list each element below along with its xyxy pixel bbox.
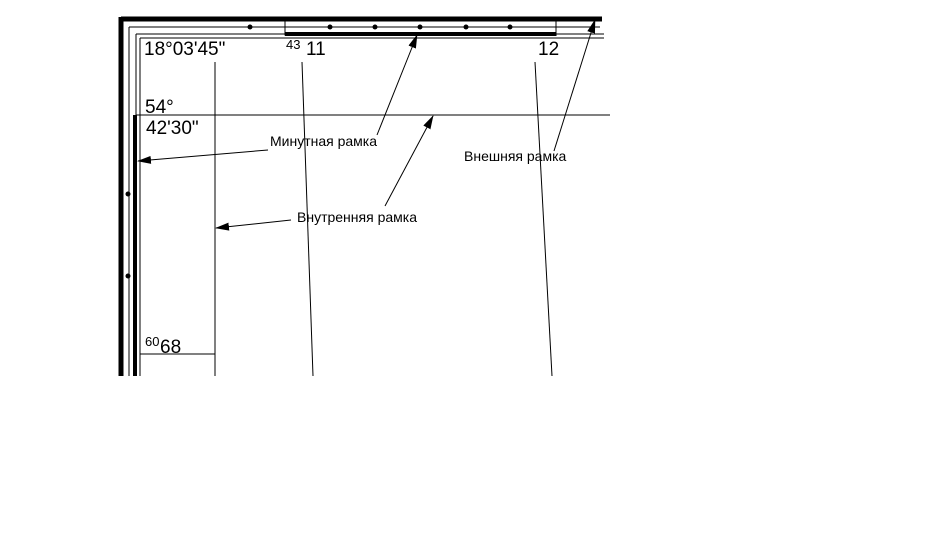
inner-frame [139,37,604,376]
latitude-degrees-label: 54° [145,97,174,118]
minute-dot [417,24,423,30]
grid-y-superscript: 60 [145,334,159,349]
grid-x-superscript: 43 [286,37,300,52]
arrow-minute-to-left [137,149,269,164]
arrow-minute-to-top [376,34,418,136]
minute-dot [327,24,333,30]
grid-lines [136,61,610,377]
outer-frame [118,16,602,376]
inner-frame-label: Внутренняя рамка [297,209,417,225]
minute-frame [125,20,604,376]
arrow-inner-to-top [384,115,434,207]
minute-dot [507,24,513,30]
minute-frame-label: Минутная рамка [270,133,377,149]
minute-dot [463,24,469,30]
arrow-inner-to-left [215,219,292,231]
grid-x-label-12: 12 [538,39,559,60]
minute-dot [372,24,378,30]
longitude-label: 18°03'45" [144,39,225,60]
arrow-outer-to-top [553,19,596,152]
grid-y-label: 68 [160,337,181,358]
minute-dot [247,24,253,30]
grid-x-label-11: 11 [306,39,326,60]
minute-dot [125,273,131,279]
outer-frame-label: Внешняя рамка [464,148,567,164]
minute-dot [125,191,131,197]
latitude-minutes-label: 42'30" [146,118,199,139]
leader-arrows [137,19,596,231]
